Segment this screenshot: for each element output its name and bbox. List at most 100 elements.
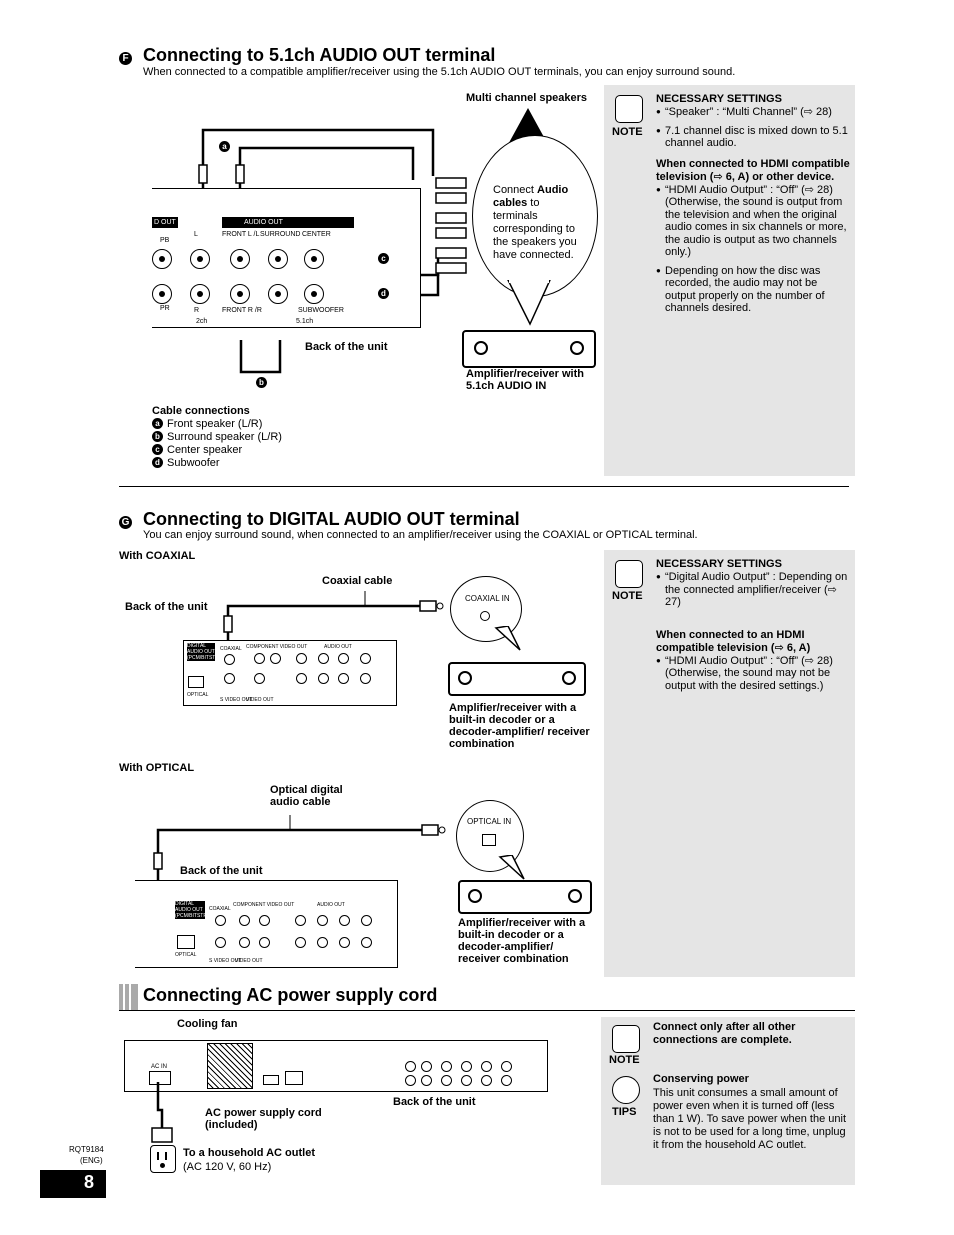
section-f-badge: F — [119, 48, 132, 66]
ac-in-label: AC IN — [151, 1064, 168, 1070]
optical-terminal-label-2: OPTICAL — [175, 952, 197, 958]
optical-in-label: OPTICAL IN — [467, 817, 512, 826]
video-out-label: VIDEO OUT — [246, 697, 274, 703]
cooling-fan-label: Cooling fan — [177, 1018, 238, 1030]
badge-c: c — [378, 249, 393, 267]
note-bullet: 7.1 channel disc is mixed down to 5.1 ch… — [656, 125, 850, 150]
note-bullet: “HDMI Audio Output” : “Off” (⇨ 28) (Othe… — [656, 655, 850, 693]
jack-center — [304, 249, 324, 269]
section-f-intro: When connected to a compatible amplifier… — [143, 66, 736, 78]
note-box-g: NOTE NECESSARY SETTINGS “Digital Audio O… — [604, 550, 855, 977]
back-panel-coax: DIGITAL AUDIO OUT (PCM/BITSTREAM) COAXIA… — [183, 640, 397, 706]
center-label: CENTER — [302, 231, 331, 238]
digital-audio-out-label: DIGITAL AUDIO OUT (PCM/BITSTREAM) — [187, 643, 232, 661]
note-g-content: NECESSARY SETTINGS “Digital Audio Output… — [656, 558, 850, 692]
amplifier-51ch — [462, 330, 596, 368]
hdmi-heading: When connected to HDMI compatible televi… — [656, 157, 850, 183]
necessary-settings-heading: NECESSARY SETTINGS — [656, 93, 782, 105]
note-ac-text: Connect only after all other connections… — [653, 1021, 796, 1046]
coaxial-diagram — [223, 591, 444, 646]
back-panel-f: D OUT AUDIO OUT PB PR L R FRONT L /L SUR… — [152, 188, 421, 328]
jack-front-r — [230, 284, 250, 304]
language-code: (ENG) — [80, 1156, 103, 1165]
five-one-label: 5.1ch — [296, 318, 314, 325]
section-g-intro: You can enjoy surround sound, when conne… — [143, 529, 698, 541]
coaxial-in-jack-icon — [480, 611, 490, 621]
back-of-unit-f: Back of the unit — [305, 341, 388, 353]
jack-front-l — [230, 249, 250, 269]
section-ac-title: Connecting AC power supply cord — [143, 985, 438, 1005]
divider-ac — [119, 1010, 855, 1011]
coax-bubble-tail — [494, 626, 521, 651]
jack-surround-l — [268, 249, 288, 269]
lan-port — [285, 1071, 303, 1085]
optical-bubble-tail — [498, 855, 525, 880]
amplifier-coax — [448, 662, 586, 696]
wall-outlet-icon — [150, 1145, 176, 1173]
note-label-ac: NOTE — [609, 1054, 640, 1066]
note-bullet: “HDMI Audio Output” : “Off” (⇨ 28) (Othe… — [656, 184, 850, 259]
outlet-bold-label: To a household AC outlet — [183, 1147, 315, 1159]
component-video-out-label-2: COMPONENT VIDEO OUT — [233, 902, 295, 908]
note-label: NOTE — [612, 126, 643, 138]
section-f-letter: F — [119, 52, 132, 65]
section-g-badge: G — [119, 512, 132, 530]
two-ch-label: 2ch — [196, 318, 208, 325]
audio-out-small-label: AUDIO OUT — [324, 644, 352, 650]
model-number: RQT9184 — [69, 1145, 104, 1154]
amp-optical-label: Amplifier/receiver with a built-in decod… — [458, 917, 586, 965]
tips-text: This unit consumes a small amount of pow… — [653, 1087, 847, 1151]
note-icon-g — [615, 560, 643, 588]
divider-f — [119, 486, 849, 487]
note-f-content: NECESSARY SETTINGS “Speaker” : “Multi Ch… — [656, 93, 850, 315]
ac-title-bar-1 — [119, 984, 123, 1010]
cable-connections-title: Cable connections — [152, 405, 250, 417]
outlet-spec-label: (AC 120 V, 60 Hz) — [183, 1161, 272, 1173]
jack-surround-r — [268, 284, 288, 304]
digital-audio-out-label-2: DIGITAL AUDIO OUT (PCM/BITSTREAM) — [175, 901, 220, 919]
back-panel-optical: DIGITAL AUDIO OUT (PCM/BITSTREAM) COAXIA… — [135, 880, 398, 968]
note-icon-ac — [612, 1025, 640, 1053]
coaxial-cable-label: Coaxial cable — [322, 575, 393, 587]
video-out-label-2: VIDEO OUT — [235, 958, 263, 964]
tips-label: TIPS — [612, 1106, 637, 1118]
pr-label: PR — [160, 305, 170, 312]
with-coaxial-label: With COAXIAL — [119, 550, 196, 562]
section-g-title: Connecting to DIGITAL AUDIO OUT terminal — [143, 509, 520, 529]
ac-cord-label: AC power supply cord (included) — [205, 1107, 322, 1131]
optical-terminal — [188, 676, 204, 688]
note-f-bullets1: “Speaker” : “Multi Channel” (⇨ 28) 7.1 c… — [656, 106, 850, 150]
s-video-label-2: S VIDEO OUT — [209, 958, 242, 964]
note-icon — [615, 95, 643, 123]
component-video-out-label: COMPONENT VIDEO OUT — [246, 644, 308, 650]
section-g-letter: G — [119, 516, 132, 529]
note-g-bullets1: “Digital Audio Output” : Depending on th… — [656, 571, 850, 609]
tips-heading: Conserving power — [653, 1073, 749, 1085]
surround-label: SURROUND — [260, 231, 301, 238]
audio-out-strip — [222, 217, 354, 228]
s-video-label: S VIDEO OUT — [220, 697, 253, 703]
connect-bubble — [472, 135, 598, 297]
coaxial-jack — [224, 654, 235, 665]
amp-coax-label: Amplifier/receiver with a built-in decod… — [449, 702, 590, 750]
d-out-label: D OUT — [154, 219, 176, 226]
optical-terminal-2 — [177, 935, 195, 949]
ac-title-bar-3 — [131, 984, 138, 1010]
pb-jack — [152, 249, 172, 269]
optical-cable-label: Optical digital audio cable — [270, 784, 343, 808]
note-bullet: “Speaker” : “Multi Channel” (⇨ 28) — [656, 106, 850, 119]
amp-51ch-label: Amplifier/receiver with 5.1ch AUDIO IN — [466, 368, 584, 392]
jack-subwoofer — [304, 284, 324, 304]
bubble-tail — [507, 280, 551, 326]
coaxial-terminal-label-2: COAXIAL — [209, 906, 231, 912]
hdmi-port — [263, 1075, 279, 1085]
tips-lightbulb-icon — [612, 1076, 640, 1104]
coaxial-terminal-label: COAXIAL — [220, 646, 242, 652]
back-of-unit-ac: Back of the unit — [393, 1096, 476, 1108]
optical-terminal-label: OPTICAL — [187, 692, 209, 698]
audio-out-small-label-2: AUDIO OUT — [317, 902, 345, 908]
